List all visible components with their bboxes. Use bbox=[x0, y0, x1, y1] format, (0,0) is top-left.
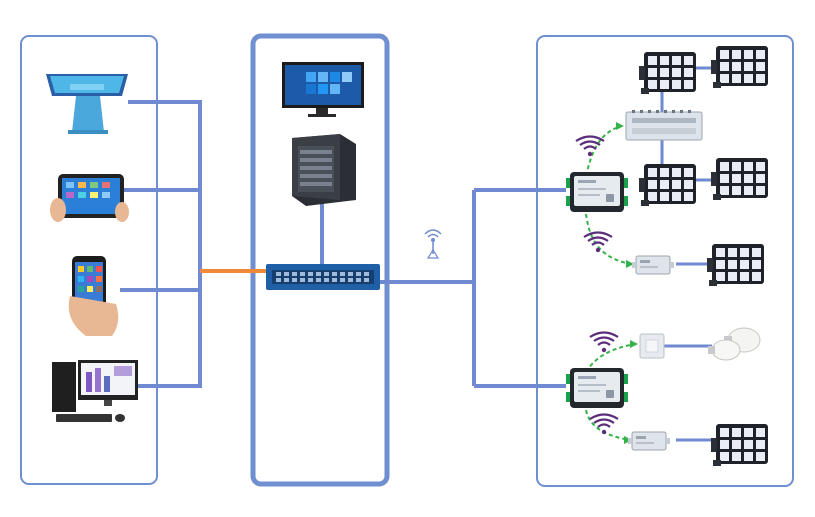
floodlight-icon bbox=[711, 46, 768, 88]
client-links bbox=[120, 100, 202, 388]
monitor-icon bbox=[282, 62, 364, 117]
gateway-controller-icon bbox=[566, 172, 628, 212]
floodlight-icon bbox=[639, 164, 696, 206]
field-panel bbox=[536, 35, 794, 487]
server-icon bbox=[292, 134, 356, 206]
clients-panel bbox=[20, 35, 158, 485]
smartphone-icon bbox=[68, 256, 119, 336]
wifi-icon bbox=[582, 231, 614, 254]
server-panel bbox=[250, 33, 390, 487]
floodlight-icon bbox=[711, 424, 768, 466]
desktop-pc-icon bbox=[52, 360, 138, 422]
gateway-controller-icon bbox=[566, 368, 628, 408]
network-switch-icon bbox=[266, 264, 380, 290]
wall-switch-icon bbox=[639, 333, 665, 359]
floodlight-icon bbox=[711, 158, 768, 200]
bulb-pair-icon bbox=[708, 327, 761, 361]
tablet-icon bbox=[50, 174, 129, 222]
relay-module-icon bbox=[625, 110, 703, 141]
floodlight-icon bbox=[639, 52, 696, 94]
led-driver-icon bbox=[627, 431, 671, 451]
led-driver-icon bbox=[631, 255, 675, 275]
floodlight-icon bbox=[707, 244, 764, 286]
antenna-icon bbox=[424, 229, 442, 259]
trunk-links bbox=[380, 188, 566, 388]
kiosk-icon bbox=[46, 74, 128, 134]
wifi-icon bbox=[574, 135, 606, 158]
